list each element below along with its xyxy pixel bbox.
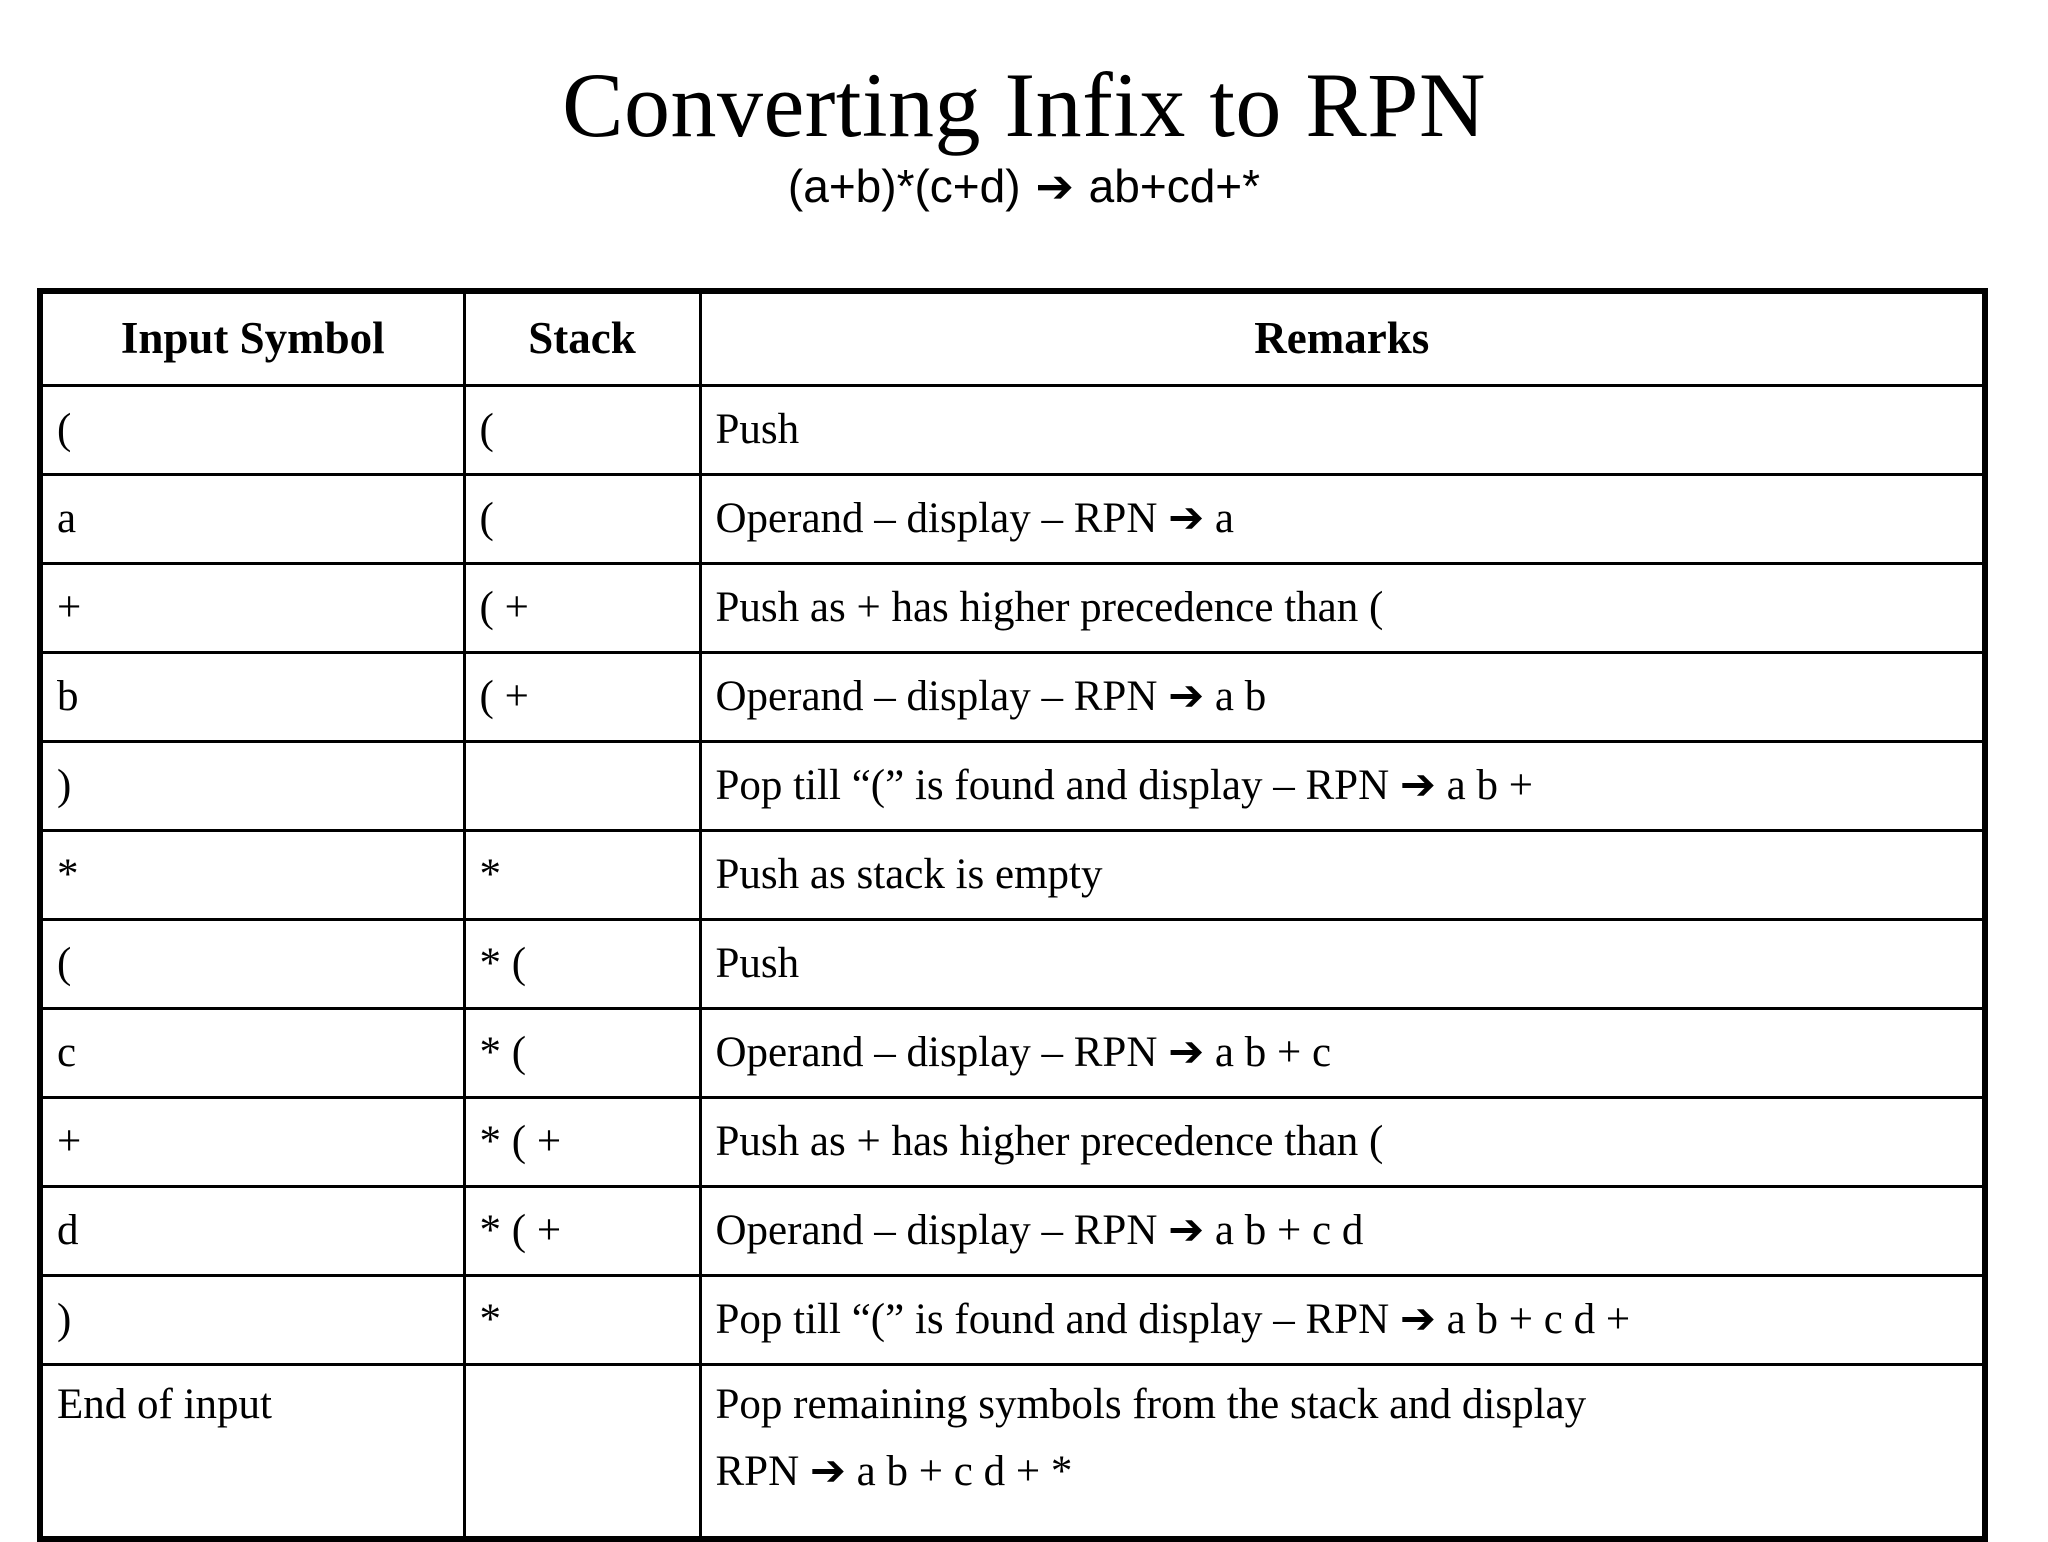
cell-remarks: Push as + has higher precedence than ( xyxy=(698,1096,1987,1188)
cell-input-symbol: b xyxy=(38,651,466,743)
cell-input-symbol: * xyxy=(38,829,466,921)
column-header-input-symbol: Input Symbol xyxy=(38,289,466,387)
cell-remarks: Pop remaining symbols from the stack and… xyxy=(698,1363,1987,1541)
table-row: a ( Operand – display – RPN ➔ a xyxy=(38,473,1987,565)
cell-input-symbol: d xyxy=(38,1185,466,1277)
cell-input-symbol: a xyxy=(38,473,466,565)
table-row: End of input Pop remaining symbols from … xyxy=(38,1363,1987,1541)
cell-input-symbol: ) xyxy=(38,740,466,832)
cell-remarks-line-2: RPN ➔ a b + c d + * xyxy=(715,1447,1073,1495)
table-body: ( ( Push a ( Operand – display – RPN ➔ a… xyxy=(38,384,1987,1541)
right-arrow-icon: ➔ xyxy=(1035,160,1074,213)
infix-to-rpn-table: Input Symbol Stack Remarks ( ( Push a ( … xyxy=(37,288,1988,1542)
cell-input-symbol: + xyxy=(38,562,466,654)
cell-remarks: Operand – display – RPN ➔ a b + c d xyxy=(698,1185,1987,1277)
page-subtitle: (a+b)*(c+d) ➔ ab+cd+* xyxy=(0,161,2048,212)
cell-stack: ( + xyxy=(462,562,702,654)
conversion-table-container: Input Symbol Stack Remarks ( ( Push a ( … xyxy=(37,288,1988,1542)
cell-remarks-line-1: Pop remaining symbols from the stack and… xyxy=(715,1381,1587,1428)
column-header-remarks: Remarks xyxy=(698,289,1987,387)
cell-stack: * xyxy=(462,829,702,921)
cell-input-symbol: ( xyxy=(38,918,466,1010)
column-header-stack: Stack xyxy=(462,289,702,387)
cell-stack: ( xyxy=(462,384,702,476)
table-header: Input Symbol Stack Remarks xyxy=(38,289,1987,387)
table-row: ( * ( Push xyxy=(38,918,1987,1010)
subtitle-infix-expression: (a+b)*(c+d) xyxy=(787,160,1034,213)
cell-stack: * xyxy=(462,1274,702,1366)
cell-input-symbol: ( xyxy=(38,384,466,476)
cell-remarks: Operand – display – RPN ➔ a xyxy=(698,473,1987,565)
cell-remarks: Operand – display – RPN ➔ a b xyxy=(698,651,1987,743)
cell-remarks: Push as + has higher precedence than ( xyxy=(698,562,1987,654)
cell-stack: * ( + xyxy=(462,1096,702,1188)
cell-stack: ( + xyxy=(462,651,702,743)
cell-input-symbol: End of input xyxy=(38,1363,466,1541)
table-row: * * Push as stack is empty xyxy=(38,829,1987,921)
table-row: ) Pop till “(” is found and display – RP… xyxy=(38,740,1987,832)
cell-stack: * ( + xyxy=(462,1185,702,1277)
cell-stack xyxy=(462,740,702,832)
cell-stack: ( xyxy=(462,473,702,565)
cell-remarks: Pop till “(” is found and display – RPN … xyxy=(698,740,1987,832)
cell-input-symbol: + xyxy=(38,1096,466,1188)
table-row: b ( + Operand – display – RPN ➔ a b xyxy=(38,651,1987,743)
cell-input-symbol: c xyxy=(38,1007,466,1099)
cell-remarks: Push xyxy=(698,918,1987,1010)
cell-remarks: Pop till “(” is found and display – RPN … xyxy=(698,1274,1987,1366)
table-row: ( ( Push xyxy=(38,384,1987,476)
cell-input-symbol: ) xyxy=(38,1274,466,1366)
cell-remarks: Push xyxy=(698,384,1987,476)
title-block: Converting Infix to RPN (a+b)*(c+d) ➔ ab… xyxy=(0,54,2048,212)
cell-remarks: Operand – display – RPN ➔ a b + c xyxy=(698,1007,1987,1099)
table-row: + ( + Push as + has higher precedence th… xyxy=(38,562,1987,654)
cell-stack: * ( xyxy=(462,918,702,1010)
table-header-row: Input Symbol Stack Remarks xyxy=(38,289,1987,387)
table-row: c * ( Operand – display – RPN ➔ a b + c xyxy=(38,1007,1987,1099)
page-title: Converting Infix to RPN xyxy=(562,54,1486,156)
cell-stack xyxy=(462,1363,702,1541)
subtitle-rpn-expression: ab+cd+* xyxy=(1075,160,1261,213)
cell-stack: * ( xyxy=(462,1007,702,1099)
cell-remarks: Push as stack is empty xyxy=(698,829,1987,921)
table-row: ) * Pop till “(” is found and display – … xyxy=(38,1274,1987,1366)
table-row: + * ( + Push as + has higher precedence … xyxy=(38,1096,1987,1188)
table-row: d * ( + Operand – display – RPN ➔ a b + … xyxy=(38,1185,1987,1277)
